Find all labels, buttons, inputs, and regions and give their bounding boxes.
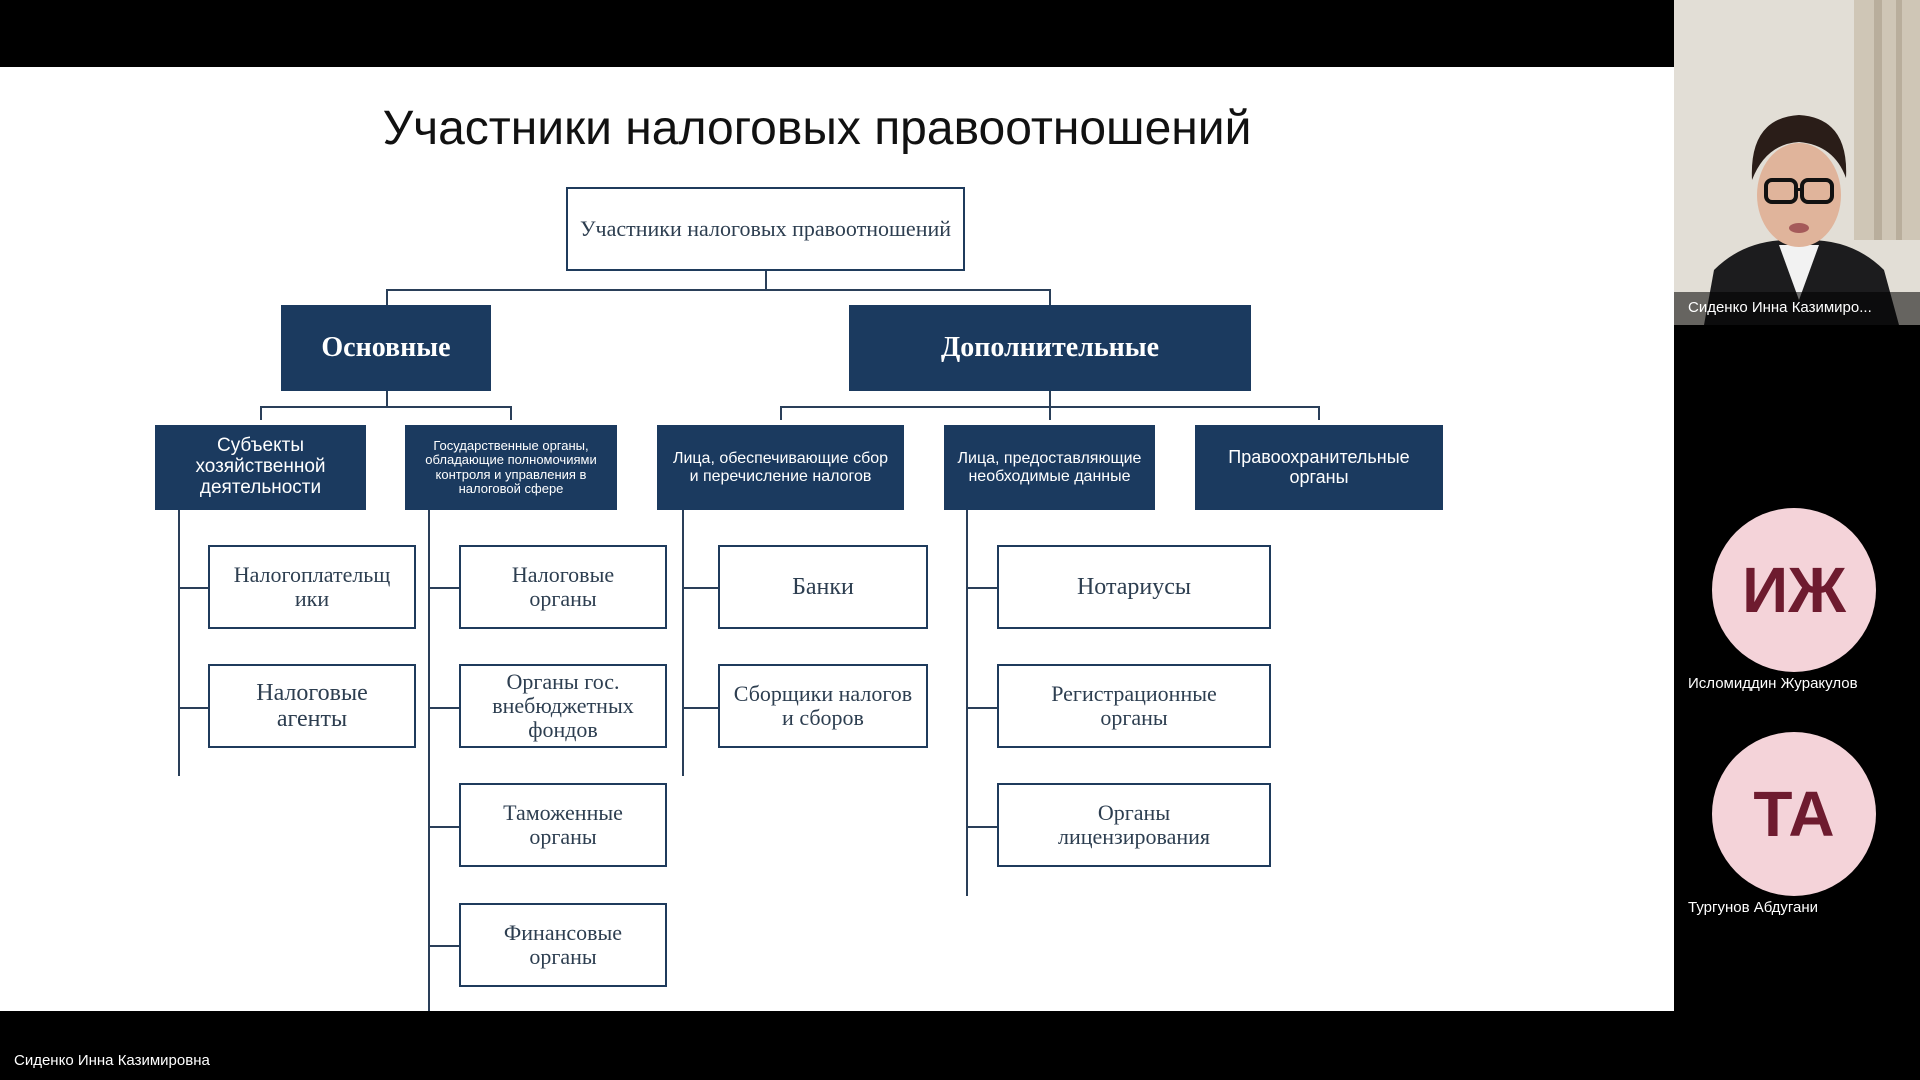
active-speaker-label: Сиденко Инна Казимировна	[14, 1052, 210, 1069]
tax-authorities-node: Налоговые органы	[459, 545, 667, 629]
participant-tile-1[interactable]: ИЖ Исломиддин Жуpакулов	[1674, 505, 1920, 705]
connector	[428, 587, 460, 589]
slide-title: Участники налоговых правоотношений	[382, 102, 1252, 155]
participant-name: Исломиддин Жуpакулов	[1688, 675, 1858, 692]
connector	[1049, 406, 1051, 420]
government-bodies-node: Государственные органы, обладающие полно…	[405, 425, 617, 510]
connector	[765, 271, 767, 291]
connector	[178, 707, 210, 709]
connector	[386, 391, 388, 406]
connector	[386, 289, 1051, 291]
licensing-bodies-node: Органы лицензирования	[997, 783, 1271, 867]
business-subjects-node: Субъекты хозяйственной деятельности	[155, 425, 366, 510]
collectors-node: Сборщики налогов и сборов	[718, 664, 928, 748]
connector	[966, 587, 998, 589]
customs-node: Таможенные органы	[459, 783, 667, 867]
participant-name: Тургунов Абдугани	[1688, 899, 1819, 916]
presenter-name-label: Сиденко Инна Казимиро...	[1688, 299, 1872, 316]
main-participants-node: Основные	[281, 305, 491, 391]
connector	[260, 406, 512, 408]
presentation-slide: Участники налоговых правоотношений Участ…	[0, 67, 1674, 1011]
connector	[1318, 406, 1320, 420]
presenter-video-tile[interactable]: Сиденко Инна Казимиро...	[1674, 0, 1920, 325]
connector	[966, 707, 998, 709]
additional-participants-node: Дополнительные	[849, 305, 1251, 391]
connector	[428, 826, 460, 828]
connector	[428, 945, 460, 947]
connector	[1049, 289, 1051, 305]
data-providers-node: Лица, предоставляющие необходимые данные	[944, 425, 1155, 510]
connector	[682, 510, 684, 776]
connector	[682, 707, 718, 709]
connector	[966, 826, 998, 828]
notaries-node: Нотариусы	[997, 545, 1271, 629]
root-node: Участники налоговых правоотношений	[566, 187, 965, 271]
connector	[178, 587, 210, 589]
connector	[428, 510, 430, 1011]
collection-persons-node: Лица, обеспечивающие сбор и перечисление…	[657, 425, 904, 510]
law-enforcement-node: Правоохранительные органы	[1195, 425, 1443, 510]
participants-panel: Сиденко Инна Казимиро... ИЖ Исломиддин Ж…	[1674, 0, 1920, 1080]
tax-agents-node: Налоговые агенты	[208, 664, 416, 748]
registration-bodies-node: Регистрационные органы	[997, 664, 1271, 748]
banks-node: Банки	[718, 545, 928, 629]
presenter-video-image	[1674, 0, 1920, 325]
connector	[386, 289, 388, 305]
connector	[682, 587, 718, 589]
connector	[260, 406, 262, 420]
connector	[178, 510, 180, 776]
offbudget-funds-node: Органы гос. внебюджетных фондов	[459, 664, 667, 748]
connector	[428, 707, 460, 709]
finance-bodies-node: Финансовые органы	[459, 903, 667, 987]
participant-avatar: ТА	[1712, 732, 1876, 896]
connector	[1049, 391, 1051, 406]
participant-tile-2[interactable]: ТА Тургунов Абдугани	[1674, 730, 1920, 930]
participant-avatar: ИЖ	[1712, 508, 1876, 672]
connector	[966, 510, 968, 896]
connector	[510, 406, 512, 420]
taxpayers-node: Налогоплательщ ики	[208, 545, 416, 629]
connector	[780, 406, 782, 420]
